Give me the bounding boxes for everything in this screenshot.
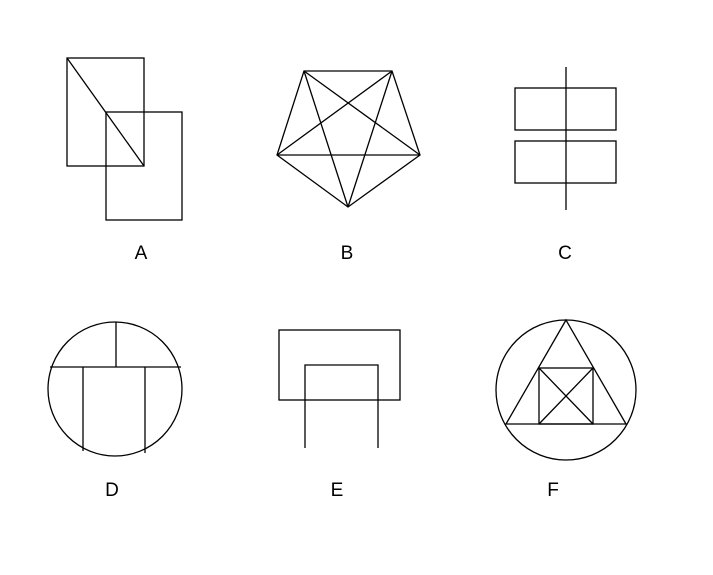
figure-b-diagonal-1 — [303, 70, 421, 156]
figure-f — [495, 318, 637, 461]
figure-e — [278, 329, 401, 448]
figure-f-label: F — [547, 480, 559, 501]
figure-c — [514, 67, 617, 210]
figure-b-diagonal-4 — [347, 70, 393, 208]
figure-f-triangle — [504, 318, 628, 425]
figure-b-diagonal-3 — [276, 70, 393, 156]
figure-e-inner-bracket — [304, 364, 379, 448]
figure-d — [47, 321, 183, 457]
figure-a — [66, 57, 183, 221]
figure-b-pentagon — [276, 70, 421, 208]
figure-a-lower-rectangle — [105, 111, 183, 221]
figure-a-label: A — [135, 243, 148, 264]
figure-f-circle — [495, 319, 637, 461]
figure-b — [276, 70, 421, 208]
figure-c-label: C — [558, 243, 572, 264]
figure-a-diagonal — [66, 57, 145, 167]
figure-d-label: D — [105, 480, 119, 501]
figure-b-label: B — [341, 243, 354, 264]
figure-f-square — [538, 367, 594, 425]
figure-e-outer-rectangle — [278, 329, 401, 401]
figure-e-label: E — [331, 480, 344, 501]
figure-d-circle — [47, 321, 183, 457]
figure-b-diagonal-2 — [303, 70, 349, 208]
figure-f-square-diagonal-2 — [538, 367, 594, 425]
